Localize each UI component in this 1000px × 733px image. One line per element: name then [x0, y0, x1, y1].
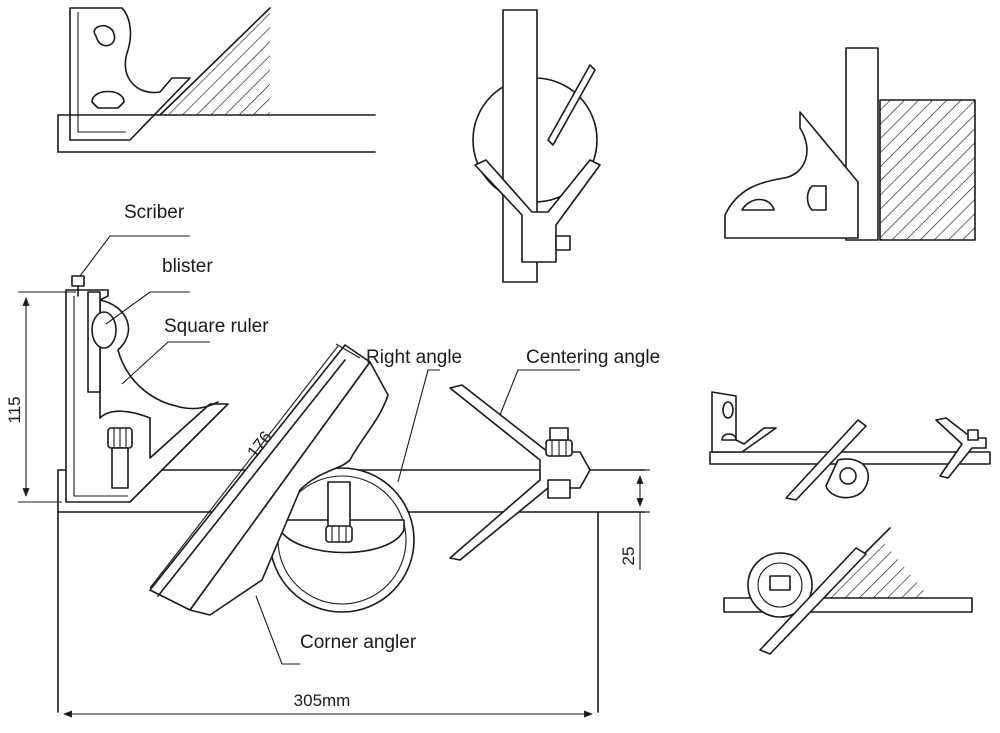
dimension-offset-label: 25	[619, 547, 638, 566]
dimension-height-label: 115	[5, 396, 24, 423]
square-head-curve	[99, 299, 219, 410]
blister-icon-main	[91, 311, 117, 349]
label-right-angle: Right angle	[366, 347, 462, 368]
label-blister: blister	[162, 256, 213, 277]
centering-head-body	[474, 159, 601, 263]
usage-view-full-set	[709, 391, 991, 501]
dimension-length-label: 305mm	[294, 691, 351, 710]
label-square-ruler: Square ruler	[164, 316, 269, 337]
centering-angle-head	[449, 384, 591, 561]
usage-view-square-against-wall	[724, 47, 976, 241]
lock-icon-right	[806, 185, 827, 211]
square-head-body	[69, 7, 191, 141]
usage-view-square-on-ruler	[57, 7, 376, 153]
scriber-pin	[547, 64, 596, 146]
corner-angler-body	[189, 361, 389, 616]
main-assembly	[18, 275, 650, 718]
square-head-body-right	[724, 111, 859, 239]
scriber-icon	[71, 275, 85, 287]
blister-icon	[93, 25, 116, 47]
lock-nut-icon	[91, 90, 125, 109]
blister-icon-right	[741, 198, 775, 211]
label-scriber: Scriber	[124, 202, 185, 223]
label-centering-angle: Centering angle	[526, 347, 660, 368]
leader-lines	[79, 235, 580, 665]
labels: Scriber blister Square ruler Right angle…	[5, 202, 660, 710]
usage-view-protractor-on-work	[723, 527, 973, 655]
label-corner-angler: Corner angler	[300, 632, 417, 653]
knob-icon	[555, 235, 571, 251]
hatched-wall	[880, 100, 975, 240]
usage-view-centering-round-bar	[472, 9, 601, 283]
